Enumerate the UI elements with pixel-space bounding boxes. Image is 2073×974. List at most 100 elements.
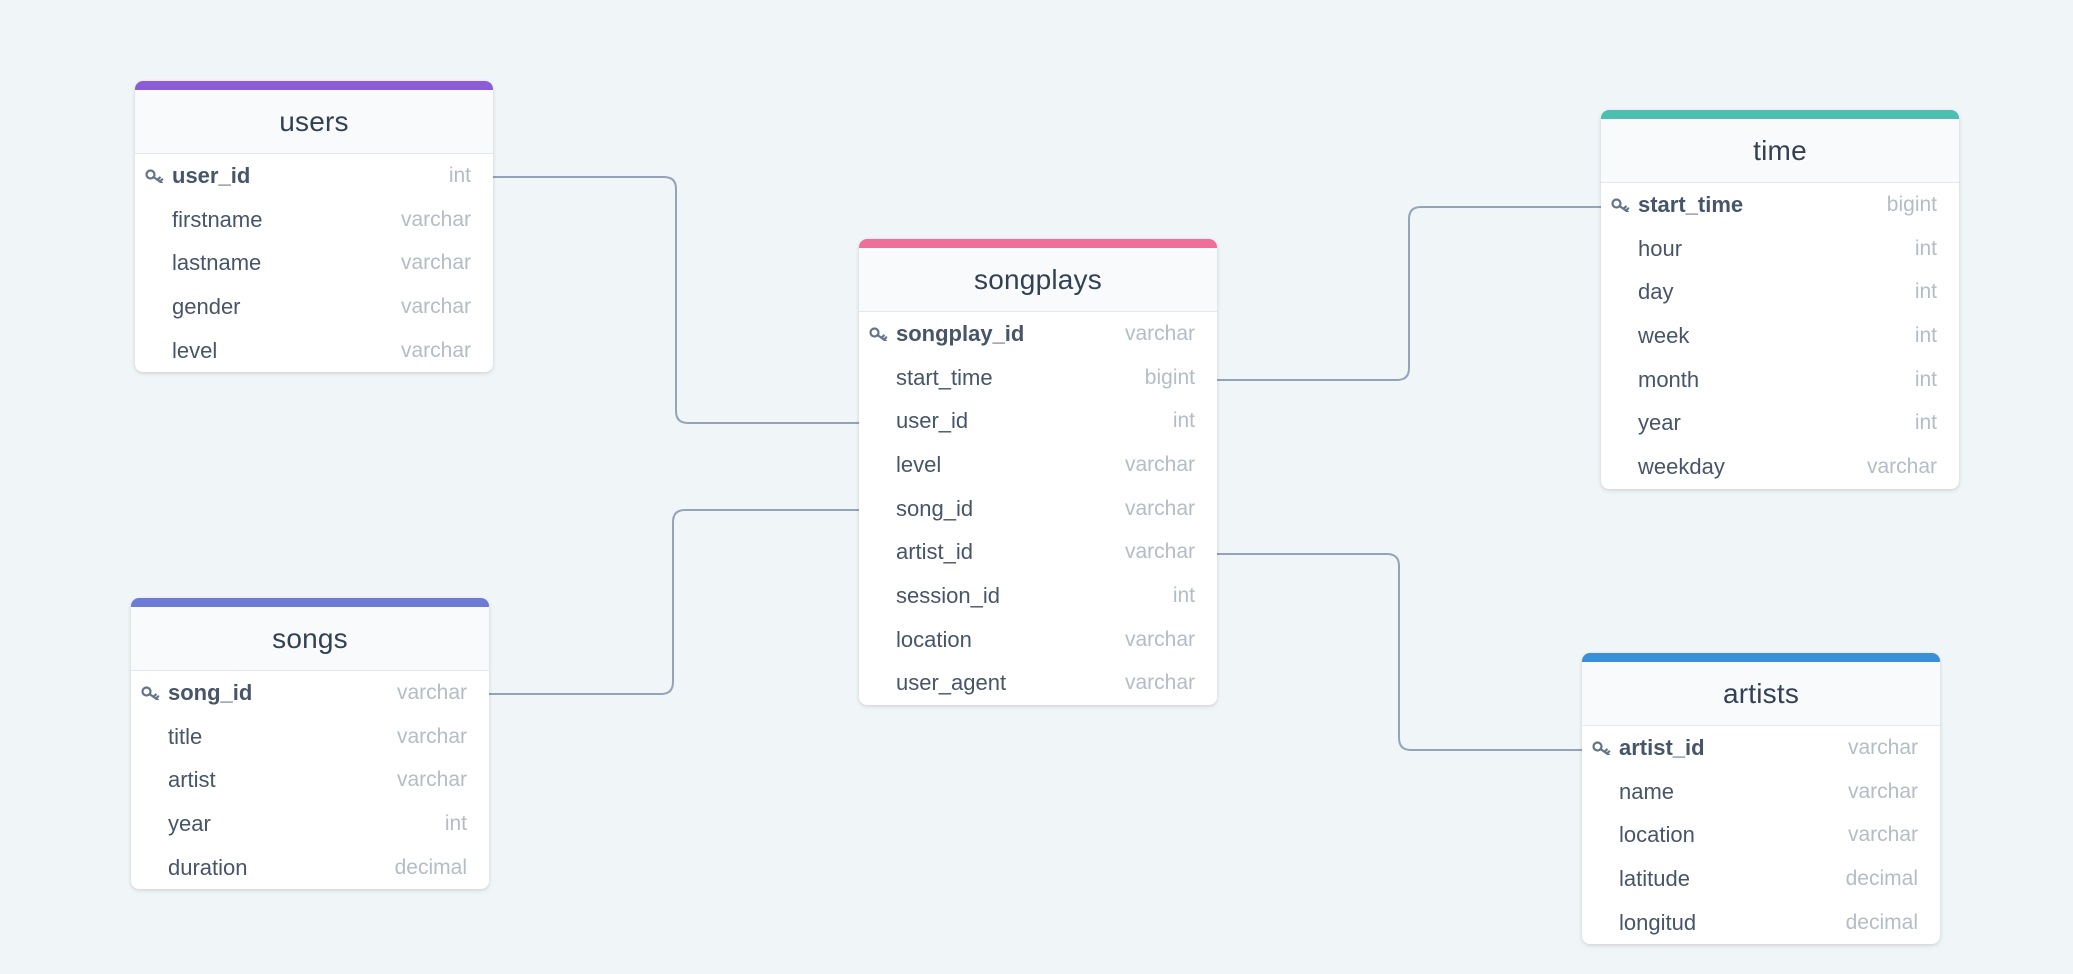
column-row[interactable]: location varchar: [1582, 813, 1940, 857]
column-name: month: [1638, 366, 1700, 392]
connector-songplays-time: [1217, 206, 1601, 381]
table-title: songs: [272, 622, 348, 654]
column-row[interactable]: weekday varchar: [1601, 445, 1959, 489]
column-row[interactable]: artist_id varchar: [859, 530, 1217, 574]
column-row[interactable]: year int: [1601, 401, 1959, 445]
table-columns: song_id varchar title varchar artist var…: [131, 671, 489, 889]
table-header[interactable]: time: [1601, 119, 1959, 183]
column-row[interactable]: start_time bigint: [859, 356, 1217, 400]
column-name: song_id: [896, 495, 974, 521]
table-time[interactable]: time start_time bigint hour int day int …: [1601, 110, 1959, 489]
column-name: artist_id: [1619, 734, 1705, 760]
column-type: varchar: [1124, 321, 1195, 345]
table-title: time: [1753, 134, 1807, 166]
column-type: int: [1914, 236, 1937, 260]
column-name: artist_id: [896, 539, 974, 565]
column-type: varchar: [396, 768, 467, 792]
table-songs[interactable]: songs song_id varchar title varchar arti…: [131, 598, 489, 890]
table-users[interactable]: users user_id int firstname varchar last…: [135, 81, 493, 373]
key-icon: [141, 686, 163, 701]
column-name: firstname: [172, 206, 263, 232]
column-name: hour: [1638, 235, 1683, 261]
column-row[interactable]: artist varchar: [131, 758, 489, 802]
column-name: user_agent: [896, 670, 1007, 696]
column-name: day: [1638, 279, 1674, 305]
column-name: latitude: [1619, 865, 1690, 891]
column-name: location: [1619, 822, 1695, 848]
column-row[interactable]: name varchar: [1582, 770, 1940, 814]
table-header[interactable]: artists: [1582, 662, 1940, 726]
table-title: users: [279, 105, 349, 137]
table-columns: artist_id varchar name varchar location …: [1582, 726, 1940, 944]
column-type: decimal: [1845, 910, 1918, 934]
table-artists[interactable]: artists artist_id varchar name varchar l…: [1582, 653, 1940, 945]
table-header[interactable]: songplays: [859, 248, 1217, 312]
column-row[interactable]: month int: [1601, 358, 1959, 402]
table-header[interactable]: users: [135, 90, 493, 154]
column-row[interactable]: longitud decimal: [1582, 901, 1940, 945]
column-row[interactable]: level varchar: [859, 443, 1217, 487]
column-type: varchar: [1124, 671, 1195, 695]
table-accent-bar: [131, 598, 489, 607]
column-type: int: [1914, 323, 1937, 347]
column-name: artist: [168, 767, 216, 793]
column-name: week: [1638, 322, 1690, 348]
key-icon: [1592, 741, 1614, 756]
column-row[interactable]: lastname varchar: [135, 241, 493, 285]
column-row[interactable]: gender varchar: [135, 285, 493, 329]
column-row[interactable]: week int: [1601, 314, 1959, 358]
column-row[interactable]: song_id varchar: [131, 671, 489, 715]
column-type: int: [444, 811, 467, 835]
column-row[interactable]: level varchar: [135, 329, 493, 373]
column-row[interactable]: song_id varchar: [859, 487, 1217, 531]
column-type: int: [448, 163, 471, 187]
column-type: varchar: [1847, 779, 1918, 803]
column-name: start_time: [896, 364, 993, 390]
column-row[interactable]: user_id int: [135, 154, 493, 198]
column-name: weekday: [1638, 453, 1725, 479]
column-row[interactable]: user_agent varchar: [859, 662, 1217, 706]
table-accent-bar: [1601, 110, 1959, 119]
column-type: int: [1914, 280, 1937, 304]
column-name: gender: [172, 293, 241, 319]
column-row[interactable]: artist_id varchar: [1582, 726, 1940, 770]
column-type: varchar: [400, 338, 471, 362]
column-name: user_id: [896, 408, 969, 434]
column-name: user_id: [172, 162, 251, 188]
column-row[interactable]: year int: [131, 802, 489, 846]
column-type: varchar: [1847, 823, 1918, 847]
column-type: int: [1914, 367, 1937, 391]
column-name: year: [168, 810, 211, 836]
column-row[interactable]: session_id int: [859, 574, 1217, 618]
column-name: year: [1638, 410, 1681, 436]
column-row[interactable]: user_id int: [859, 399, 1217, 443]
column-row[interactable]: start_time bigint: [1601, 183, 1959, 227]
column-row[interactable]: duration decimal: [131, 846, 489, 890]
table-accent-bar: [135, 81, 493, 90]
column-name: location: [896, 626, 972, 652]
key-icon: [1611, 198, 1633, 213]
column-row[interactable]: firstname varchar: [135, 198, 493, 242]
table-title: songplays: [974, 263, 1102, 295]
table-accent-bar: [859, 239, 1217, 248]
connector-songplays-artists: [1217, 553, 1582, 751]
table-columns: user_id int firstname varchar lastname v…: [135, 154, 493, 372]
column-name: longitud: [1619, 909, 1697, 935]
table-songplays[interactable]: songplays songplay_id varchar start_time…: [859, 239, 1217, 706]
column-row[interactable]: location varchar: [859, 618, 1217, 662]
column-row[interactable]: latitude decimal: [1582, 857, 1940, 901]
column-row[interactable]: hour int: [1601, 227, 1959, 271]
column-type: varchar: [400, 207, 471, 231]
column-type: varchar: [396, 680, 467, 704]
column-name: song_id: [168, 679, 253, 705]
column-name: level: [896, 451, 942, 477]
column-row[interactable]: title varchar: [131, 715, 489, 759]
column-type: bigint: [1886, 192, 1937, 216]
column-type: varchar: [400, 294, 471, 318]
column-row[interactable]: songplay_id varchar: [859, 312, 1217, 356]
column-row[interactable]: day int: [1601, 270, 1959, 314]
column-name: title: [168, 723, 203, 749]
key-icon: [869, 327, 891, 342]
table-header[interactable]: songs: [131, 607, 489, 671]
